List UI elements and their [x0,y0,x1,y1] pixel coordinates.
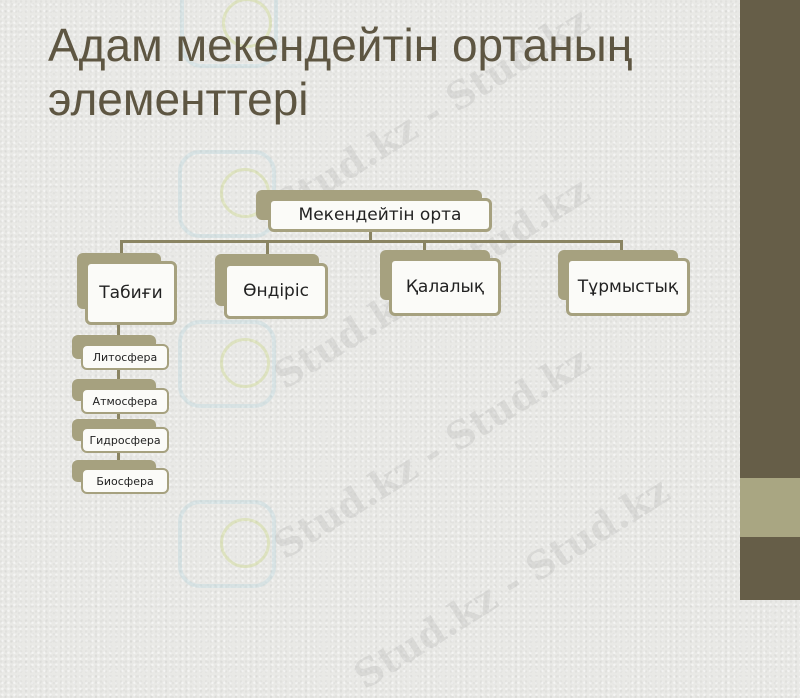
side-decor-band [740,478,800,537]
title-line-1: Адам мекендейтін ортаның [48,19,633,71]
title-line-2: элементтері [48,73,309,125]
watermark-logo [178,320,276,408]
watermark-text: Stud.kz - Stud.kz [265,337,598,568]
connector [620,240,623,252]
slide-title: Адам мекендейтін ортаның элементтері [48,18,632,126]
root-node-label: Мекендейтін орта [268,198,492,232]
connector [266,240,269,254]
watermark-logo [178,500,276,588]
connector [369,230,372,242]
connector [120,240,622,243]
watermark-text: Stud.kz - Stud.kz [345,467,678,698]
connector [120,240,123,254]
connector [423,240,426,252]
